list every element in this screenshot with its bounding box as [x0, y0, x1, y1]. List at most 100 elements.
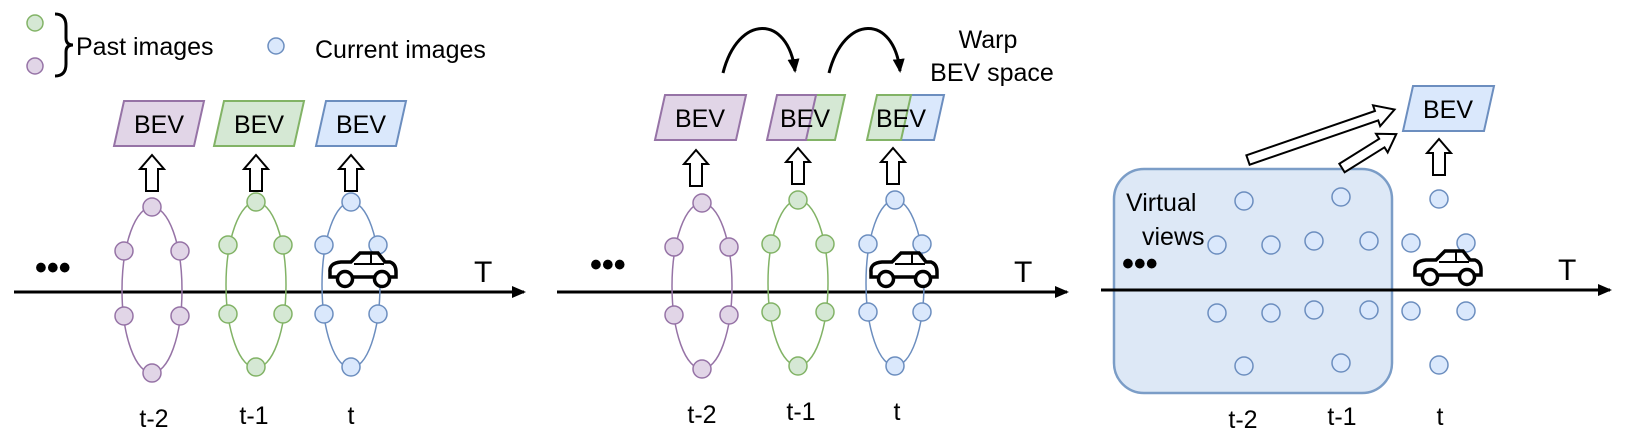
warp-label-line2: BEV space [930, 59, 1054, 87]
bev-box-warped-green-blue [865, 94, 946, 141]
camera-node [692, 359, 712, 379]
panel-virtual-views: Virtual views T ••• [1101, 85, 1612, 434]
bev-label: BEV [234, 111, 284, 139]
legend-brace-icon [54, 12, 74, 78]
virtual-view-node [1304, 231, 1324, 251]
legend-past-label: Past images [76, 33, 214, 61]
camera-node [246, 357, 266, 377]
camera-node [142, 363, 162, 383]
camera-node [885, 190, 905, 210]
camera-node [761, 234, 781, 254]
up-arrow-icon [1424, 137, 1454, 176]
virtual-view-node [1359, 300, 1379, 320]
camera-node [114, 241, 134, 261]
up-arrow-icon [336, 153, 366, 192]
camera-node [664, 237, 684, 257]
virtual-views-region [1112, 167, 1394, 395]
virtual-view-node [1304, 300, 1324, 320]
camera-ring-purple [671, 202, 733, 370]
camera-node [1401, 233, 1421, 253]
bev-label: BEV [780, 105, 830, 133]
virtual-label-line1: Virtual [1126, 189, 1196, 217]
virtual-view-node [1261, 235, 1281, 255]
legend-current-label: Current images [315, 36, 486, 64]
ellipsis: ••• [1122, 245, 1158, 283]
camera-node [314, 235, 334, 255]
camera-node [341, 192, 361, 212]
virtual-view-node [1331, 187, 1351, 207]
camera-node [246, 192, 266, 212]
time-label-t: t [894, 398, 901, 426]
camera-node [1401, 301, 1421, 321]
camera-node [858, 234, 878, 254]
legend-green-dot [26, 14, 44, 32]
bev-box-blue [314, 100, 408, 147]
virtual-view-node [1207, 303, 1227, 323]
hollow-arrow-icon [1337, 132, 1398, 174]
camera-node [788, 190, 808, 210]
camera-node [815, 234, 835, 254]
bev-label: BEV [134, 111, 184, 139]
virtual-view-node [1359, 231, 1379, 251]
camera-node [664, 305, 684, 325]
ellipsis: ••• [35, 249, 71, 287]
bev-box-warped-purple-green [765, 94, 847, 141]
bev-label: BEV [336, 111, 386, 139]
virtual-view-node [1261, 303, 1281, 323]
bev-label: BEV [1423, 96, 1473, 124]
axis-label: T [1558, 254, 1576, 287]
camera-node [368, 304, 388, 324]
camera-node [170, 306, 190, 326]
bev-box-blue [1401, 85, 1496, 132]
time-label-t-1: t-1 [786, 398, 815, 426]
camera-node [815, 302, 835, 322]
camera-node [885, 356, 905, 376]
curved-arrow-icon [827, 27, 905, 74]
virtual-label-line2: views [1142, 223, 1205, 251]
camera-node [218, 304, 238, 324]
curved-arrow-icon [721, 27, 800, 74]
camera-node [858, 302, 878, 322]
camera-node [170, 241, 190, 261]
camera-node [1429, 355, 1449, 375]
camera-ring-green [225, 201, 287, 369]
camera-node [1456, 301, 1476, 321]
virtual-view-node [1234, 191, 1254, 211]
virtual-view-node [1234, 356, 1254, 376]
warp-label-line1: Warp [959, 26, 1018, 54]
car-icon [869, 251, 939, 289]
axis-label: T [474, 256, 492, 289]
camera-node [114, 306, 134, 326]
bev-box-purple [653, 94, 748, 141]
up-arrow-icon [783, 146, 813, 185]
camera-node [218, 235, 238, 255]
hollow-arrow-icon [1245, 104, 1397, 166]
time-label-t: t [348, 402, 355, 430]
legend: Past images Current images [26, 12, 486, 78]
camera-node [912, 302, 932, 322]
bev-label: BEV [675, 105, 725, 133]
panel-baseline: T ••• B [14, 100, 526, 433]
camera-ring-green [767, 199, 829, 367]
camera-node [273, 235, 293, 255]
axis-label: T [1014, 256, 1032, 289]
time-label-t-2: t-2 [687, 401, 716, 429]
time-label-t-2: t-2 [1228, 406, 1257, 434]
up-arrow-icon [878, 146, 908, 185]
camera-ring-purple [121, 206, 183, 374]
up-arrow-icon [137, 153, 167, 192]
ellipsis: ••• [590, 246, 626, 284]
legend-purple-dot [26, 57, 44, 75]
bev-label: BEV [876, 105, 926, 133]
camera-node [761, 302, 781, 322]
up-arrow-icon [681, 148, 711, 187]
camera-node [788, 356, 808, 376]
time-label-t-1: t-1 [239, 402, 268, 430]
time-label-t: t [1437, 403, 1444, 431]
camera-node [1456, 233, 1476, 253]
time-label-t-2: t-2 [139, 405, 168, 433]
virtual-view-node [1207, 235, 1227, 255]
legend-blue-dot [267, 37, 285, 55]
camera-node [719, 237, 739, 257]
